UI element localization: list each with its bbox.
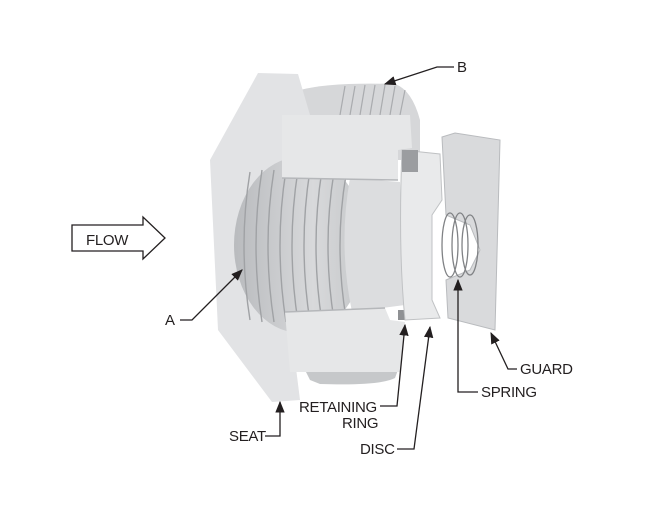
guard [441,132,501,331]
leader-retaining-ring [380,323,409,407]
label-disc: DISC [360,441,395,458]
bore-threads [243,169,347,323]
label-b: B [457,59,467,76]
label-spring: SPRING [481,384,537,401]
spring [441,212,479,278]
leader-spring [453,278,478,393]
flow-label: FLOW [86,232,129,249]
bottom-section [285,308,405,372]
leader-disc [397,325,434,450]
label-ring: RING [342,415,378,432]
bottom-thread-neck [305,370,398,385]
label-guard: GUARD [520,361,573,378]
leader-guard [490,331,517,370]
retaining-ring-top [402,150,418,172]
flow-arrow-icon [71,215,166,261]
label-retaining: RETAINING [299,399,377,416]
inner-chamber [344,178,405,312]
leader-b [383,66,454,86]
threaded-bore [234,157,366,333]
leader-a [180,269,243,321]
disc [400,149,443,321]
top-section [282,115,412,180]
leader-seat [265,400,285,437]
retaining-ring-groove [398,310,410,320]
label-seat: SEAT [229,428,266,445]
top-threads [339,84,406,116]
label-a: A [165,312,175,329]
